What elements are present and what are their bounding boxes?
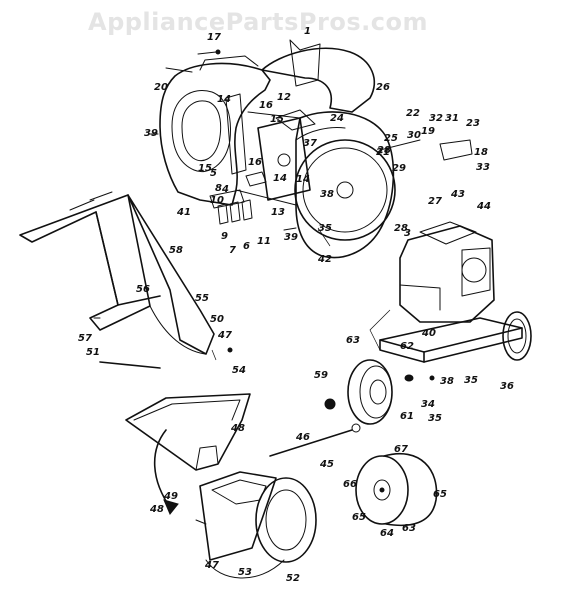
label-57: 57 <box>78 333 92 344</box>
label-17: 17 <box>207 32 221 43</box>
label-61: 61 <box>400 411 414 422</box>
label-42: 42 <box>317 254 332 265</box>
label-49: 49 <box>163 491 178 502</box>
label-30: 30 <box>407 130 421 141</box>
label-35: 35 <box>318 223 332 234</box>
label-26: 26 <box>376 82 390 93</box>
handle-rod <box>269 423 361 457</box>
label-13: 13 <box>271 207 285 218</box>
label-65: 65 <box>352 512 366 523</box>
label-48b: 48 <box>149 504 164 515</box>
label-6: 6 <box>243 241 250 252</box>
label-37: 37 <box>303 138 317 149</box>
label-56: 56 <box>136 284 150 295</box>
label-15b: 15 <box>198 163 212 174</box>
label-47b: 47 <box>204 560 219 571</box>
axle-rod <box>99 361 161 369</box>
label-48: 48 <box>230 423 245 434</box>
label-50: 50 <box>210 314 224 325</box>
label-28b: 28 <box>394 223 408 234</box>
label-16: 16 <box>259 100 273 111</box>
label-14: 14 <box>217 94 231 105</box>
label-15: 15 <box>270 114 284 125</box>
label-35b: 35 <box>464 375 478 386</box>
label-63b: 63 <box>402 523 416 534</box>
label-34: 34 <box>421 399 435 410</box>
label-54: 54 <box>232 365 246 376</box>
label-40: 40 <box>421 328 436 339</box>
label-44: 44 <box>476 201 491 212</box>
label-11: 11 <box>257 236 271 247</box>
label-9: 9 <box>221 231 228 242</box>
label-43: 43 <box>450 189 465 200</box>
label-45: 45 <box>319 459 334 470</box>
label-1: 1 <box>304 26 311 37</box>
impeller-plate <box>257 109 316 201</box>
label-10: 10 <box>210 195 224 206</box>
label-55: 55 <box>195 293 209 304</box>
label-36: 36 <box>500 381 514 392</box>
label-8: 8 <box>215 183 222 194</box>
label-25: 25 <box>384 133 398 144</box>
label-33: 33 <box>476 162 490 173</box>
assembly-arrow <box>153 429 179 515</box>
label-14c: 14 <box>273 173 287 184</box>
engine <box>399 221 495 323</box>
feed-assembly <box>199 471 317 579</box>
wheel-left <box>347 359 414 425</box>
label-52: 52 <box>286 573 300 584</box>
label-47: 47 <box>217 330 232 341</box>
housing-rear-half <box>235 111 396 259</box>
label-35c: 35 <box>428 413 442 424</box>
label-38: 38 <box>320 189 334 200</box>
base-plate <box>379 311 532 363</box>
label-3: 3 <box>404 228 411 239</box>
label-29: 29 <box>392 163 406 174</box>
hopper-chute <box>19 191 215 355</box>
label-31: 31 <box>445 113 459 124</box>
label-39b: 39 <box>284 232 298 243</box>
lower-hopper <box>125 393 251 471</box>
label-7: 7 <box>229 245 236 256</box>
label-21: 21 <box>376 147 390 158</box>
label-4: 4 <box>221 184 229 195</box>
label-51: 51 <box>86 347 100 358</box>
label-66: 66 <box>343 479 357 490</box>
label-27: 27 <box>428 196 442 207</box>
watermark: AppliancePartsPros.com <box>88 8 428 36</box>
label-28: 28 <box>377 145 391 156</box>
discharge-chute <box>261 39 375 113</box>
label-46: 46 <box>295 432 310 443</box>
label-22: 22 <box>406 108 420 119</box>
label-62: 62 <box>400 341 414 352</box>
label-5: 5 <box>210 168 217 179</box>
label-16b: 16 <box>248 157 262 168</box>
label-14b: 14 <box>296 174 310 185</box>
label-59: 59 <box>314 370 328 381</box>
label-58: 58 <box>169 245 183 256</box>
label-63: 63 <box>346 335 360 346</box>
label-12: 12 <box>277 92 291 103</box>
label-20: 20 <box>154 82 168 93</box>
label-65b: 65 <box>433 489 447 500</box>
label-18: 18 <box>474 147 488 158</box>
label-39: 39 <box>144 128 158 139</box>
label-32: 32 <box>429 113 443 124</box>
leader-lines <box>211 227 391 361</box>
bracket-parts <box>209 93 267 225</box>
hardware <box>93 49 473 525</box>
label-23: 23 <box>466 118 480 129</box>
label-64: 64 <box>380 528 394 539</box>
label-67: 67 <box>394 444 408 455</box>
label-41: 41 <box>176 207 191 218</box>
label-19: 19 <box>421 126 435 137</box>
part-labels: 1 3 4 5 6 7 8 9 10 11 12 13 14 14 14 15 … <box>78 26 514 584</box>
label-38b: 38 <box>440 376 454 387</box>
label-53: 53 <box>238 567 252 578</box>
wheel-exploded <box>355 453 438 527</box>
housing-left-half <box>159 55 271 206</box>
label-24: 24 <box>330 113 344 124</box>
